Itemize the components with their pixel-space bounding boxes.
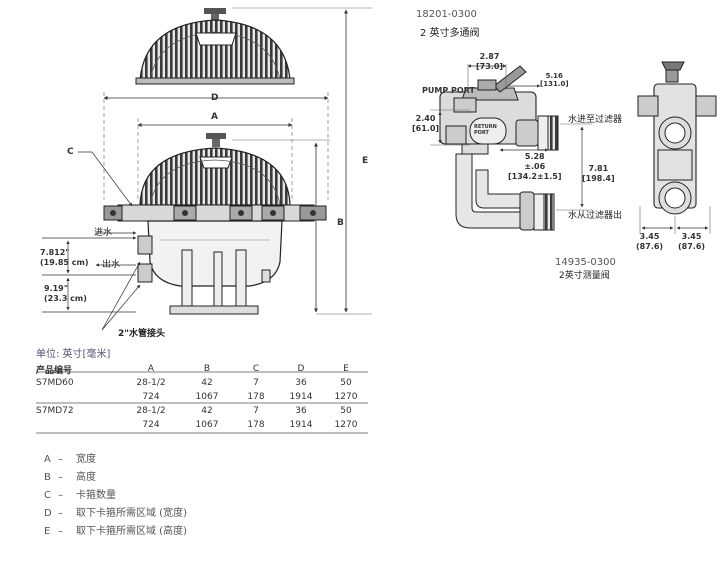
cell-e: 50 bbox=[340, 406, 352, 416]
table-row: 724 1067 178 1914 1270 bbox=[36, 390, 368, 404]
dim-multiport-mid: 5.28±.06[134.2±1.5] bbox=[508, 152, 562, 181]
multiport-valve bbox=[439, 65, 559, 231]
dim-pressure-left: 3.45(87.6) bbox=[636, 232, 664, 251]
model-cell bbox=[36, 390, 122, 404]
table-row: S7MD72 28-1/2 42 7 36 50 bbox=[36, 404, 368, 418]
connector-label: 2"水管接头 bbox=[118, 329, 165, 339]
header-model: 产品编号 bbox=[36, 365, 73, 376]
pressure-title: 2英寸测量阀 bbox=[559, 271, 610, 281]
inlet-note: 水进至过滤器 bbox=[568, 115, 623, 125]
legend-item-a: A–宽度 bbox=[44, 454, 96, 465]
header-b: B bbox=[203, 364, 211, 374]
cell-c: 7 bbox=[253, 406, 259, 416]
pressure-valve bbox=[637, 61, 717, 215]
model-cell: S7MD72 bbox=[36, 406, 74, 416]
cell-b: 42 bbox=[201, 406, 213, 416]
cell-a: 724 bbox=[142, 420, 160, 430]
cell-e: 1270 bbox=[334, 392, 358, 402]
header-d: D bbox=[297, 364, 305, 374]
legend-item-c: C–卡箍数量 bbox=[44, 490, 116, 501]
unit-label: 单位: 英寸[毫米] bbox=[36, 349, 111, 360]
header-e: E bbox=[343, 364, 349, 374]
cell-a: 724 bbox=[142, 392, 160, 402]
dim-inlet-height: 7.812"(19.85 cm) bbox=[40, 248, 89, 267]
label-d: D bbox=[211, 93, 219, 103]
dim-outlet-height: 9.19"(23.3 cm) bbox=[44, 284, 87, 303]
cell-b: 42 bbox=[201, 378, 213, 388]
outlet-note: 水从过滤器出 bbox=[568, 211, 623, 221]
legend-item-e: E–取下卡箍所需区域 (高度) bbox=[44, 526, 187, 537]
cell-d: 36 bbox=[295, 406, 307, 416]
spec-table: 产品编号 A B C D E S7MD60 28-1/2 42 7 36 50 … bbox=[36, 362, 368, 432]
cell-c: 178 bbox=[247, 420, 265, 430]
label-b: B bbox=[337, 218, 344, 228]
model-cell bbox=[36, 418, 122, 432]
header-a: A bbox=[147, 364, 155, 374]
inlet-label: 进水 bbox=[94, 228, 113, 238]
cell-d: 1914 bbox=[289, 392, 313, 402]
multiport-code: 18201-0300 bbox=[416, 9, 477, 20]
filter-body bbox=[103, 133, 327, 315]
label-a: A bbox=[211, 112, 218, 122]
model-cell: S7MD60 bbox=[36, 378, 74, 388]
cell-e: 1270 bbox=[334, 420, 358, 430]
cell-a: 28-1/2 bbox=[136, 406, 166, 416]
removed-lid bbox=[135, 8, 295, 85]
pressure-code: 14935-0300 bbox=[555, 257, 616, 268]
cell-a: 28-1/2 bbox=[136, 378, 166, 388]
cell-e: 50 bbox=[340, 378, 352, 388]
dim-multiport-top: 2.87[73.0] bbox=[476, 52, 504, 71]
label-c: C bbox=[67, 147, 74, 157]
dim-pressure-right: 3.45(87.6) bbox=[678, 232, 706, 251]
dim-multiport-right: 7.81[198.4] bbox=[582, 164, 615, 183]
multiport-title: 2 英寸多通阀 bbox=[420, 28, 480, 39]
table-row: S7MD60 28-1/2 42 7 36 50 bbox=[36, 376, 368, 390]
cell-c: 178 bbox=[247, 392, 265, 402]
cell-c: 7 bbox=[253, 378, 259, 388]
cell-d: 1914 bbox=[289, 420, 313, 430]
cell-b: 1067 bbox=[195, 392, 219, 402]
cell-b: 1067 bbox=[195, 420, 219, 430]
cell-d: 36 bbox=[295, 378, 307, 388]
outlet-label: 出水 bbox=[102, 260, 121, 270]
header-c: C bbox=[252, 364, 260, 374]
legend-item-d: D–取下卡箍所需区域 (宽度) bbox=[44, 508, 187, 519]
pump-port-label: PUMP PORT bbox=[422, 86, 475, 95]
table-header-row: 产品编号 A B C D E bbox=[36, 362, 368, 376]
dim-multiport-angle: 5.16[131.0] bbox=[540, 72, 569, 88]
label-e: E bbox=[362, 156, 369, 166]
legend-item-b: B–高度 bbox=[44, 472, 96, 483]
dim-multiport-left: 2.40[61.0] bbox=[412, 114, 440, 133]
table-row: 724 1067 178 1914 1270 bbox=[36, 418, 368, 432]
